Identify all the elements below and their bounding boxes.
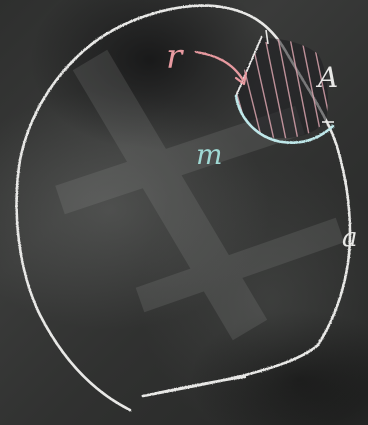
radius-arrow <box>196 52 243 80</box>
mass-label: m <box>196 138 223 171</box>
side-label: a <box>342 223 358 253</box>
radius-label: r <box>166 37 184 77</box>
region-label: A <box>315 61 338 94</box>
circle-bottom-arc <box>143 377 245 396</box>
